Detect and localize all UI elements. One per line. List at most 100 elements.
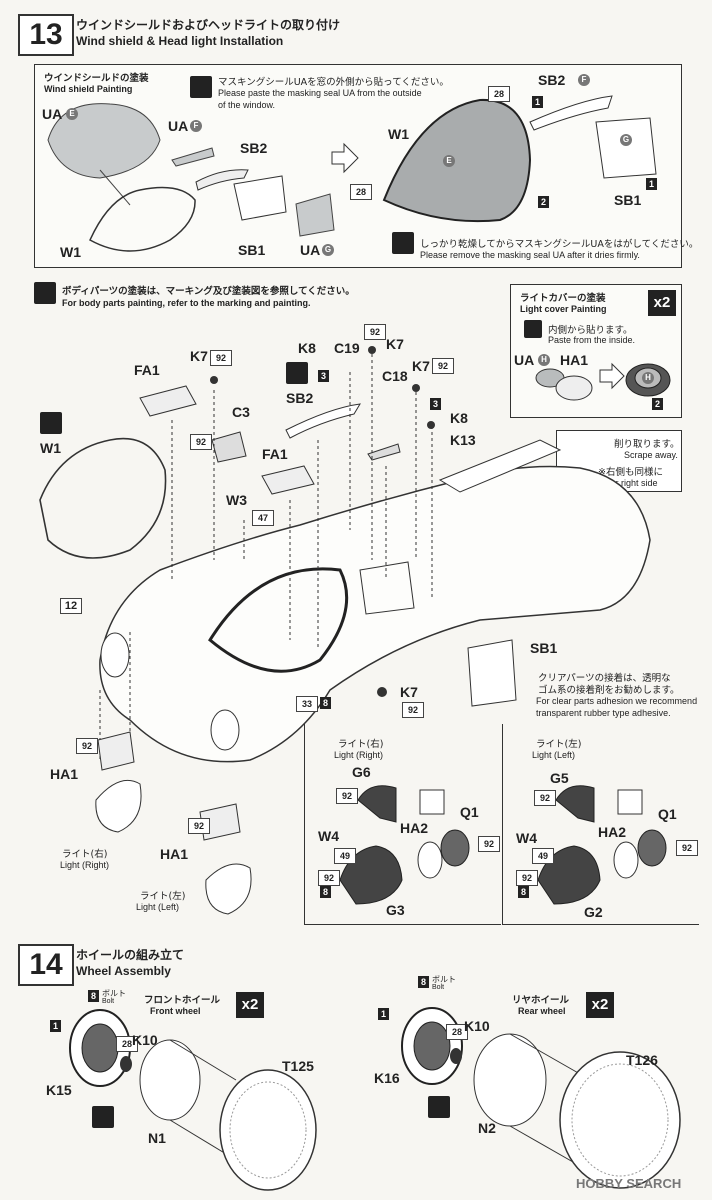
front-code-1: 1 xyxy=(50,1020,61,1032)
circle-g-right: G xyxy=(620,134,632,146)
circle-e-right: E xyxy=(443,155,455,167)
light-l-q1: Q1 xyxy=(658,806,677,822)
light-right-label-jp: ライト(右) xyxy=(62,849,108,860)
scrape-note-en: Scrape away. xyxy=(624,450,678,460)
label-sb1-right: SB1 xyxy=(614,192,642,208)
remove-note-jp: しっかり乾燥してからマスキングシールUAをはがしてください。 xyxy=(420,239,699,250)
rear-bolt-8: 8 xyxy=(418,976,429,988)
paint-brush-icon xyxy=(190,76,212,98)
label-ha1-cover: HA1 xyxy=(560,352,589,368)
label-uag: UA xyxy=(300,242,321,258)
rear-wheel-en: Rear wheel xyxy=(518,1006,566,1016)
part-k8-b: K8 xyxy=(450,410,468,426)
front-wheel-en: Front wheel xyxy=(150,1006,201,1016)
light-l-g5: G5 xyxy=(550,770,569,786)
code-12: 12 xyxy=(60,598,82,614)
body-note-en: For body parts painting, refer to the ma… xyxy=(62,298,311,308)
step-number-14: 14 xyxy=(18,944,74,986)
light-left-label-en: Light (Left) xyxy=(136,902,180,912)
circle-f-right: F xyxy=(578,74,590,86)
masking-note-jp: マスキングシールUAを窓の外側から貼ってください。 xyxy=(218,77,449,88)
light-l-g2: G2 xyxy=(584,904,603,920)
part-sb1: SB1 xyxy=(530,640,558,656)
rear-bolt-en: Bolt xyxy=(432,984,445,991)
rear-t126: T126 xyxy=(626,1052,658,1068)
light-l-92-c: 92 xyxy=(676,840,698,856)
front-bolt-en: Bolt xyxy=(102,998,115,1005)
circle-g: G xyxy=(322,244,334,256)
light-right-panel xyxy=(304,724,501,925)
code-47: 47 xyxy=(252,510,274,526)
light-r-g3: G3 xyxy=(386,902,405,918)
part-fa1-b: FA1 xyxy=(262,446,288,462)
label-sb2-left: SB2 xyxy=(240,140,268,156)
label-sb1-left: SB1 xyxy=(238,242,266,258)
part-ha1-a: HA1 xyxy=(50,766,79,782)
light-l-w4: W4 xyxy=(516,830,537,846)
masking-note-en-1: Please paste the masking seal UA from th… xyxy=(218,88,422,98)
light-r-92-b: 92 xyxy=(318,870,340,886)
front-n1: N1 xyxy=(148,1130,166,1146)
paint-brush-icon-5 xyxy=(40,412,62,434)
clear-parts-jp1: クリアパーツの接着は、透明な xyxy=(538,673,671,684)
rear-code-1: 1 xyxy=(378,1008,389,1020)
paint-brush-icon-4 xyxy=(524,320,542,338)
code-3-b: 3 xyxy=(430,398,441,410)
light-left-title-jp: ライト(左) xyxy=(536,739,582,750)
scrape-note-jp: 削り取ります。 xyxy=(614,439,680,450)
part-k7-a: K7 xyxy=(190,348,208,364)
light-l-ha2: HA2 xyxy=(598,824,627,840)
rear-bolt-jp: ボルト xyxy=(432,975,456,984)
code-33: 33 xyxy=(296,696,318,712)
code-1b: 1 xyxy=(646,178,657,190)
light-left-title-en: Light (Left) xyxy=(532,750,576,760)
step13-title-jp: ウインドシールドおよびヘッドライトの取り付け xyxy=(76,18,341,32)
rear-wheel-jp: リヤホイール xyxy=(512,995,570,1006)
front-wheel-multiplier: x2 xyxy=(236,992,264,1018)
code-3-a: 3 xyxy=(318,370,329,382)
light-l-49: 49 xyxy=(532,848,554,864)
part-c3: C3 xyxy=(232,404,250,420)
paint-brush-icon-3 xyxy=(34,282,56,304)
part-fa1-a: FA1 xyxy=(134,362,160,378)
light-r-92-c: 92 xyxy=(478,836,500,852)
code-92-f: 92 xyxy=(76,738,98,754)
front-k15: K15 xyxy=(46,1082,72,1098)
light-r-q1: Q1 xyxy=(460,804,479,820)
windshield-painting-title-en: Wind shield Painting xyxy=(44,84,133,94)
body-note-jp: ボディパーツの塗装は、マーキング及び塗装図を参照してください。 xyxy=(62,286,355,297)
code-1a: 1 xyxy=(532,96,543,108)
cement-icon-rear xyxy=(428,1096,450,1118)
front-code-28: 28 xyxy=(116,1036,138,1052)
label-uae: UA xyxy=(42,106,63,122)
windshield-painting-panel xyxy=(34,64,682,268)
part-ha1-b: HA1 xyxy=(160,846,189,862)
code-8: 8 xyxy=(320,697,331,709)
light-left-label-jp: ライト(左) xyxy=(140,891,186,902)
label-uah: UA xyxy=(514,352,535,368)
label-sb2-right: SB2 xyxy=(538,72,566,88)
light-r-92-a: 92 xyxy=(336,788,358,804)
light-cover-title-jp: ライトカバーの塗装 xyxy=(520,293,606,304)
remove-note-en: Please remove the masking seal UA after … xyxy=(420,250,640,260)
circle-e: E xyxy=(66,108,78,120)
step14-title-en: Wheel Assembly xyxy=(76,964,171,978)
code-92-a: 92 xyxy=(210,350,232,366)
front-wheel-jp: フロントホイール xyxy=(144,995,221,1006)
front-k10: K10 xyxy=(132,1032,158,1048)
clear-parts-jp2: ゴム系の接着剤をお勧めします。 xyxy=(538,685,680,696)
code-92-e: 92 xyxy=(402,702,424,718)
light-l-92-a: 92 xyxy=(534,790,556,806)
paint-brush-icon-2 xyxy=(392,232,414,254)
light-r-g6: G6 xyxy=(352,764,371,780)
front-t125: T125 xyxy=(282,1058,314,1074)
front-bolt-8: 8 xyxy=(88,990,99,1002)
paint-brush-icon-6 xyxy=(286,362,308,384)
code-92-d: 92 xyxy=(432,358,454,374)
windshield-painting-title-jp: ウインドシールドの塗装 xyxy=(44,73,149,84)
code-92-g: 92 xyxy=(188,818,210,834)
light-l-92-b: 92 xyxy=(516,870,538,886)
part-k7-b: K7 xyxy=(386,336,404,352)
part-k7-d: K7 xyxy=(400,684,418,700)
